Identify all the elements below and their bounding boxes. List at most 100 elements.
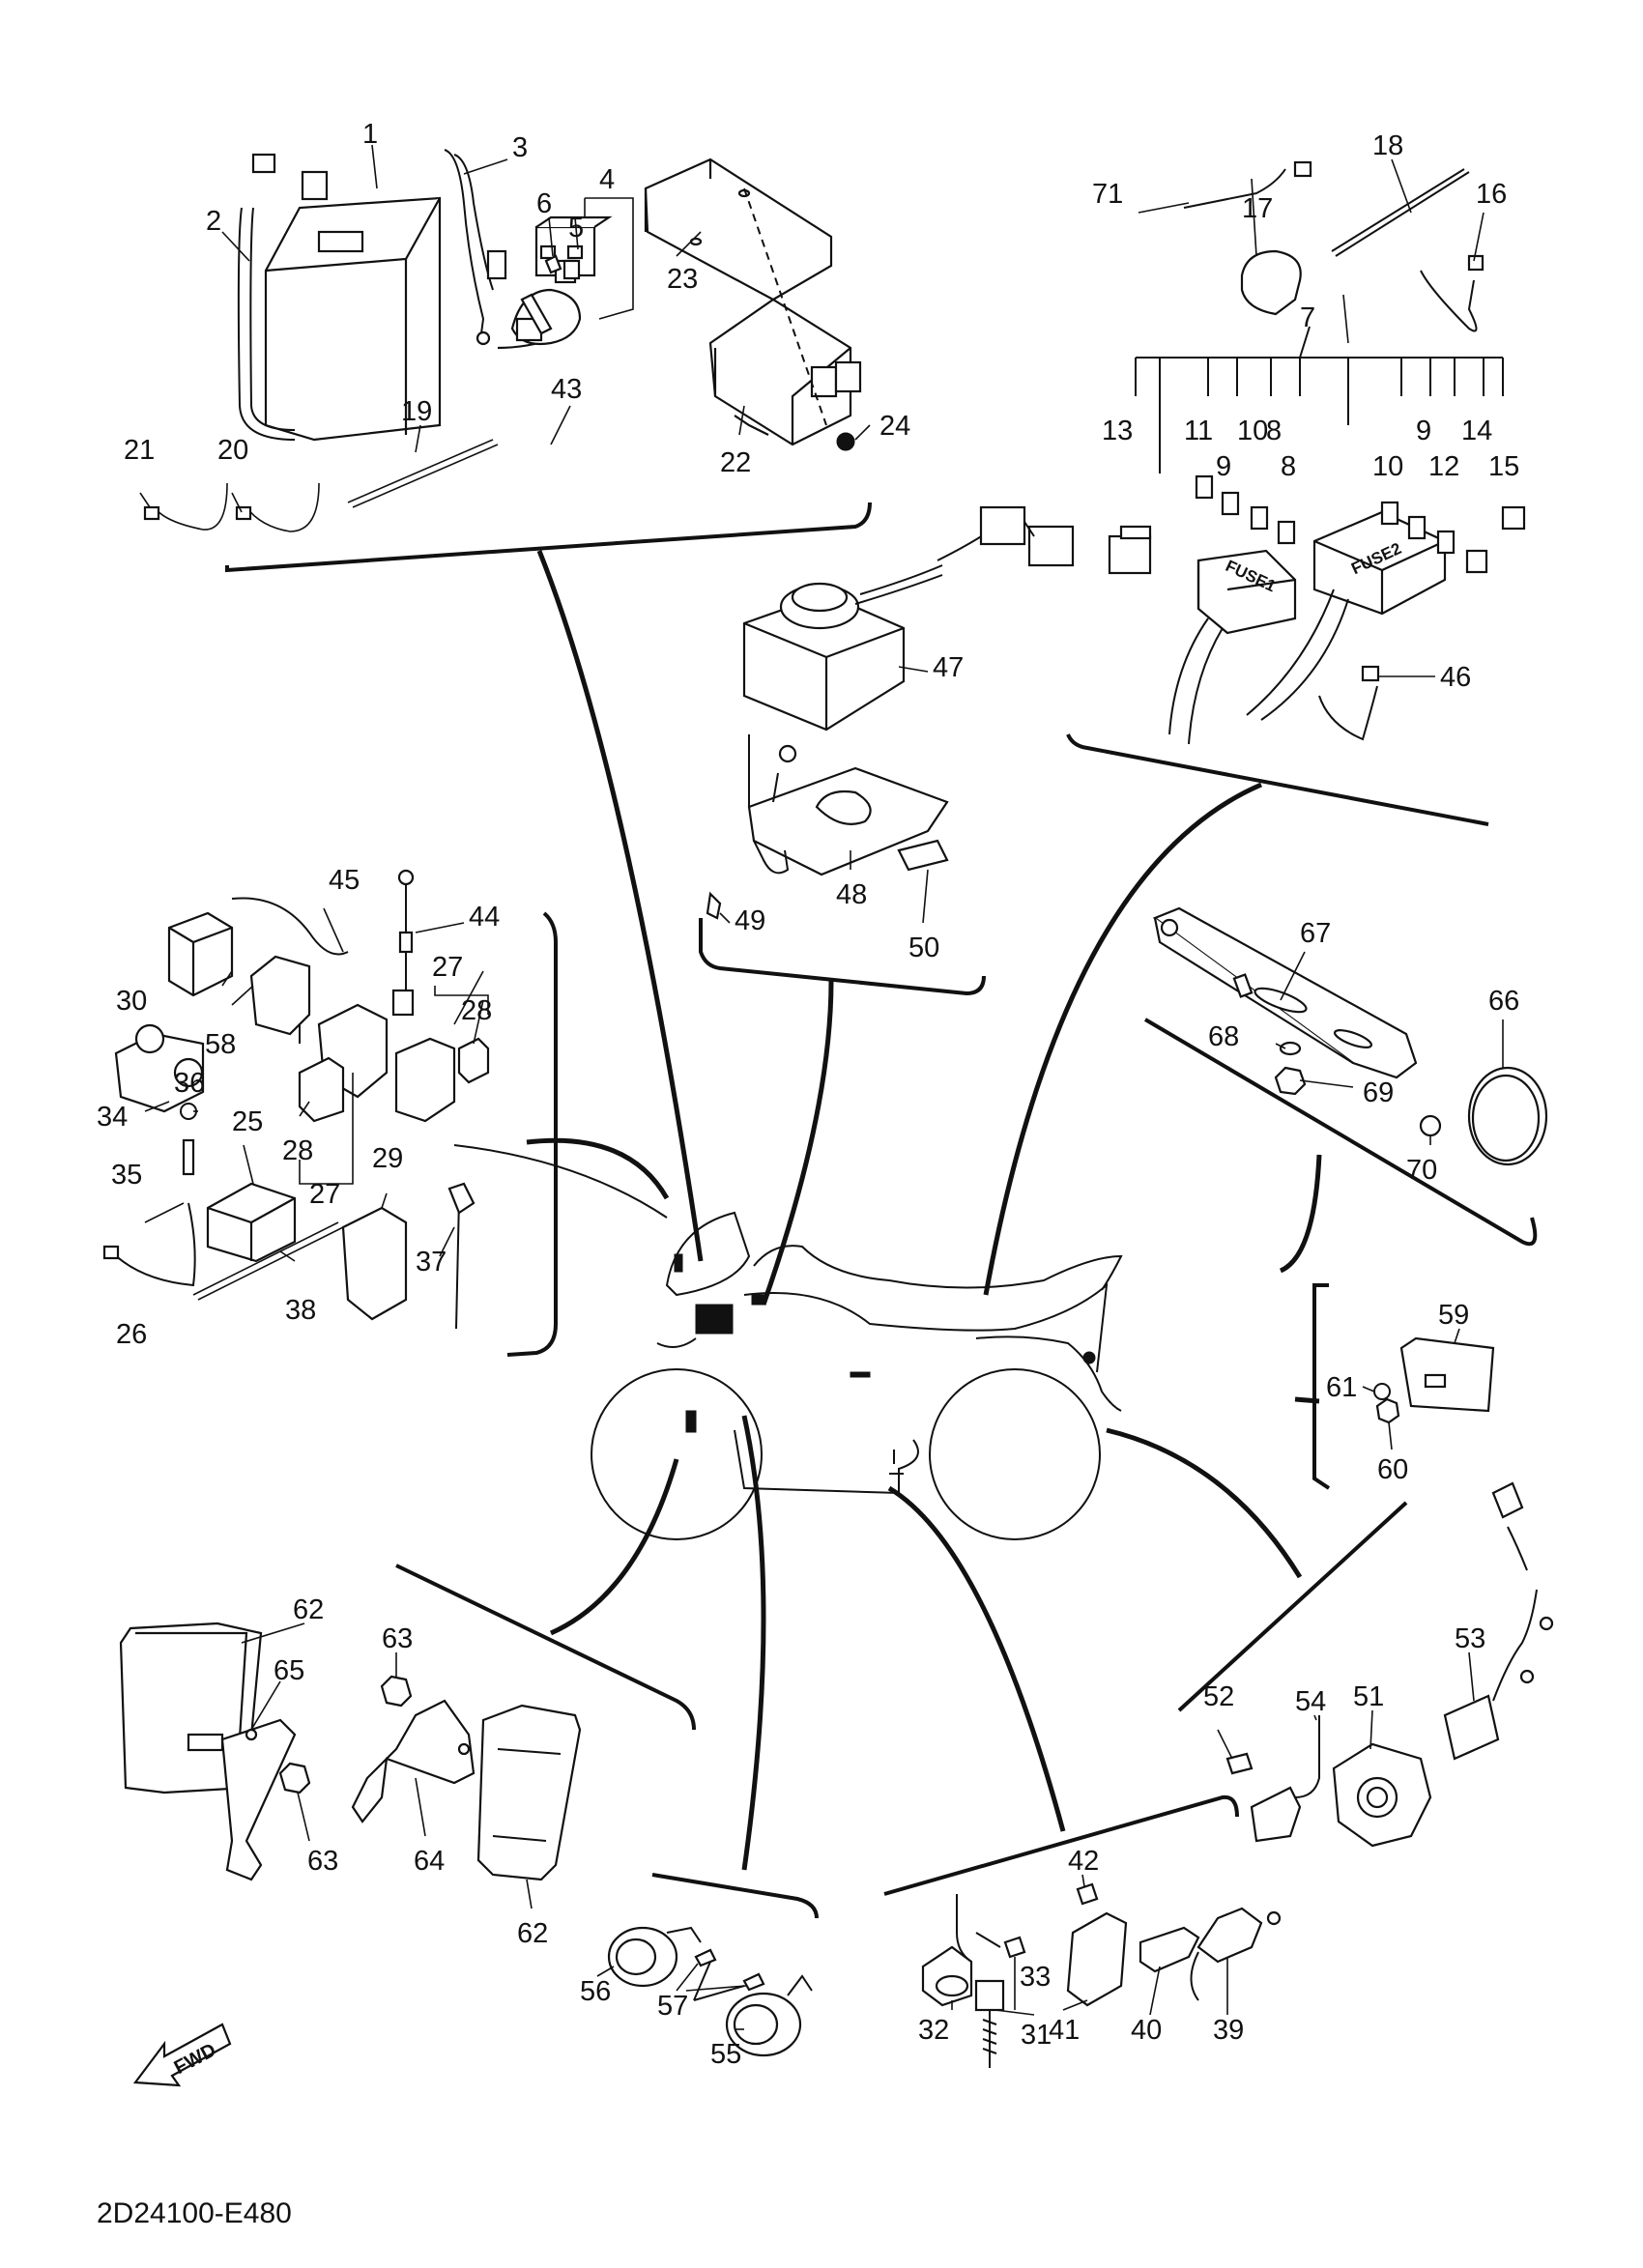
washer-61 <box>1373 1383 1391 1400</box>
damper-50 <box>897 839 949 872</box>
part-label-41: 41 <box>1049 2015 1080 2046</box>
part-label-9a: 9 <box>1216 451 1231 482</box>
harness-21 <box>154 482 228 531</box>
fuse-10a <box>1250 505 1269 531</box>
part-label-54: 54 <box>1295 1686 1326 1717</box>
part-label-1: 1 <box>362 119 378 150</box>
part-label-10b: 10 <box>1372 451 1403 482</box>
bracket-64 <box>351 1699 476 1823</box>
fuse-11 <box>1195 474 1214 500</box>
part-label-62b: 62 <box>517 1918 548 1949</box>
nut-24 <box>836 432 855 451</box>
coupler-53 <box>1443 1694 1500 1761</box>
part-label-57: 57 <box>657 1991 688 2022</box>
coupler-28b <box>457 1037 490 1084</box>
fuse-9b <box>1407 515 1427 540</box>
relay-30 <box>167 911 234 997</box>
tie-46 <box>1318 685 1378 741</box>
part-label-65: 65 <box>274 1655 304 1686</box>
bolt-57b <box>742 1972 765 1992</box>
clamp-17 <box>1240 249 1302 316</box>
horn-group <box>607 1926 813 2057</box>
fuse-group: FUSE1 FUSE2 <box>1108 160 1526 745</box>
part-label-33: 33 <box>1020 1962 1051 1993</box>
part-label-45: 45 <box>329 865 360 896</box>
part-label-58: 58 <box>205 1029 236 1060</box>
part-label-13: 13 <box>1102 416 1133 446</box>
screw-42 <box>1076 1882 1099 1906</box>
cable-tie-19 <box>347 439 494 503</box>
part-label-50: 50 <box>908 933 939 963</box>
part-label-15: 15 <box>1488 451 1519 482</box>
bolt-6 <box>544 254 562 274</box>
part-label-47: 47 <box>933 652 964 683</box>
part-label-12: 12 <box>1428 451 1459 482</box>
fuse-15 <box>1501 505 1526 531</box>
part-label-32: 32 <box>918 2015 949 2046</box>
hose-54 <box>1294 1715 1320 1798</box>
battery-group <box>143 149 862 532</box>
part-label-42: 42 <box>1068 1846 1099 1877</box>
screw-33 <box>1003 1936 1026 1959</box>
part-label-8b: 8 <box>1281 451 1296 482</box>
front-fairing <box>665 1211 751 1297</box>
fuse-lead-2 <box>1246 589 1349 721</box>
diagram-code: 2D24100-E480 <box>97 2197 292 2229</box>
part-label-66: 66 <box>1488 986 1519 1017</box>
part-label-46: 46 <box>1440 662 1471 693</box>
part-label-63a: 63 <box>382 1623 413 1654</box>
part-label-7: 7 <box>1300 302 1315 333</box>
part-label-10a: 10 <box>1237 416 1268 446</box>
front-wheel <box>591 1368 763 1540</box>
reflector-59 <box>1399 1336 1495 1413</box>
part-label-71: 71 <box>1092 179 1123 210</box>
fuse-10b <box>1380 501 1399 526</box>
harness-20 <box>245 482 320 532</box>
part-label-28b: 28 <box>461 995 492 1026</box>
part-label-44: 44 <box>469 902 500 933</box>
motorcycle-outline <box>591 1211 1123 1540</box>
switch-39 <box>1196 1907 1263 1964</box>
part-label-26: 26 <box>116 1319 147 1350</box>
part-label-49: 49 <box>735 905 765 936</box>
part-label-18: 18 <box>1372 130 1403 161</box>
relay-29 <box>341 1206 408 1321</box>
coupler-28a <box>298 1056 345 1123</box>
washer-68 <box>1279 1041 1302 1056</box>
part-label-39: 39 <box>1213 2015 1244 2046</box>
part-label-43: 43 <box>551 374 582 405</box>
part-label-34: 34 <box>97 1102 128 1133</box>
bolt-35 <box>182 1138 195 1176</box>
fwd-arrow: FWD <box>132 2023 232 2087</box>
part-label-22: 22 <box>720 447 751 478</box>
part-label-56: 56 <box>580 1976 611 2007</box>
group-brackets <box>225 502 1538 1919</box>
part-label-67: 67 <box>1300 918 1331 949</box>
reflector-62b <box>476 1704 582 1881</box>
part-label-4: 4 <box>599 164 615 195</box>
bolt-49 <box>706 891 722 920</box>
part-label-52: 52 <box>1203 1681 1234 1712</box>
relay-27b <box>394 1037 456 1123</box>
part-label-70: 70 <box>1406 1155 1437 1186</box>
tie-71 <box>1183 168 1286 209</box>
relay-group <box>102 869 490 1330</box>
engine-base <box>734 1429 919 1495</box>
nut-69 <box>1274 1066 1307 1096</box>
part-label-2: 2 <box>206 206 221 237</box>
part-label-40: 40 <box>1131 2015 1162 2046</box>
part-label-37: 37 <box>416 1247 447 1278</box>
battery-negative-lead <box>237 207 296 441</box>
fuse-14 <box>1465 549 1488 574</box>
bracket-40 <box>1139 1926 1200 1973</box>
bolt-57a <box>694 1948 717 1967</box>
part-label-16: 16 <box>1476 179 1507 210</box>
part-label-24: 24 <box>879 411 910 442</box>
switch-31 <box>974 1979 1005 2012</box>
part-label-38: 38 <box>285 1295 316 1326</box>
part-label-36: 36 <box>174 1068 205 1099</box>
part-label-27a: 27 <box>432 952 463 983</box>
relay-58 <box>249 955 311 1036</box>
part-label-27b: 27 <box>309 1179 340 1210</box>
